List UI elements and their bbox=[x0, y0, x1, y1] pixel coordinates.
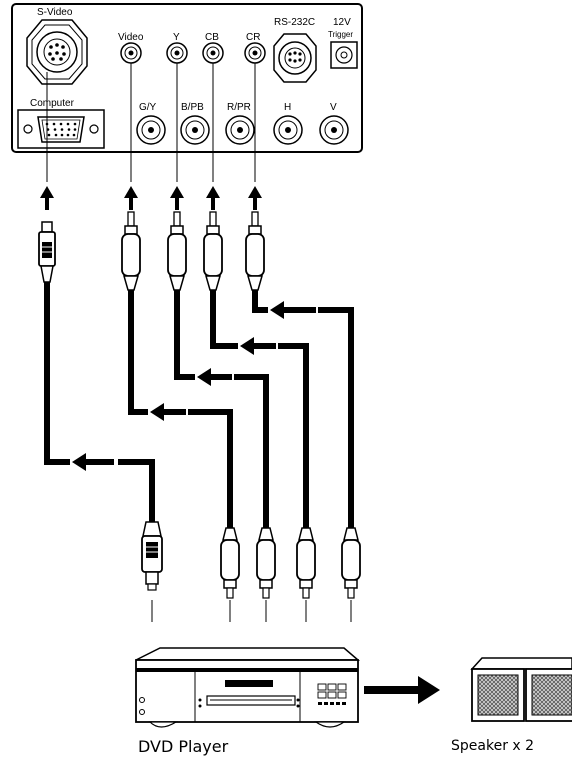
arrow-up-video bbox=[124, 186, 138, 210]
dvd-player bbox=[135, 647, 361, 728]
rca-plug-bottom-cr bbox=[341, 527, 361, 599]
rpr-label: R/PR bbox=[227, 102, 251, 113]
h-label: H bbox=[284, 102, 291, 113]
arrow-left-cr bbox=[270, 301, 316, 319]
input-arrows bbox=[40, 186, 262, 210]
rca-plug-top-y bbox=[167, 211, 187, 291]
svideo-plug-top bbox=[38, 221, 56, 283]
cr-port bbox=[244, 42, 266, 64]
cable-video bbox=[128, 290, 148, 415]
arrow-up-svideo bbox=[40, 186, 54, 210]
cb-port bbox=[202, 42, 224, 64]
direction-arrows bbox=[72, 301, 316, 471]
cr-label: CR bbox=[246, 32, 260, 43]
speaker-label: Speaker x 2 bbox=[451, 738, 534, 754]
bnc-rpr-port bbox=[225, 115, 255, 145]
cable-video-lower bbox=[188, 409, 233, 528]
dvd-player-label: DVD Player bbox=[138, 737, 229, 756]
computer-port bbox=[17, 109, 105, 149]
arrow-left-cb bbox=[240, 337, 276, 355]
speakers bbox=[470, 657, 572, 722]
video-port bbox=[120, 42, 142, 64]
arrow-up-cb bbox=[206, 186, 220, 210]
rs232c-label: RS-232C bbox=[274, 17, 315, 28]
cable-svideo-lower bbox=[118, 459, 155, 522]
y-port bbox=[166, 42, 188, 64]
rs232c-port bbox=[273, 33, 317, 83]
cable-y-lower bbox=[234, 374, 269, 528]
cable-y bbox=[174, 290, 195, 380]
audio-arrow bbox=[364, 676, 440, 704]
cable-cb-lower bbox=[278, 343, 309, 528]
rca-plug-bottom-y bbox=[256, 527, 276, 599]
trigger-label: Trigger bbox=[328, 30, 353, 39]
projector-panel: S-Video Video Y CB CR bbox=[11, 3, 363, 153]
y-label: Y bbox=[173, 32, 180, 43]
rca-plug-bottom-video bbox=[220, 527, 240, 599]
svideo-plug-bottom bbox=[141, 521, 163, 591]
rca-plug-top-cb bbox=[203, 211, 223, 291]
cables bbox=[44, 282, 354, 528]
port-leader-lines bbox=[46, 63, 256, 182]
gy-label: G/Y bbox=[139, 102, 157, 113]
cable-svideo bbox=[44, 282, 70, 465]
dvd-leader-lines bbox=[151, 600, 352, 622]
v-label: V bbox=[330, 102, 337, 113]
arrow-up-cr bbox=[248, 186, 262, 210]
trigger-port bbox=[330, 41, 358, 69]
cable-cr-lower bbox=[318, 307, 354, 528]
bnc-gy-port bbox=[136, 115, 166, 145]
computer-label: Computer bbox=[30, 98, 75, 109]
rca-plug-top-cr bbox=[245, 211, 265, 291]
bnc-v-port bbox=[319, 115, 349, 145]
arrow-left-svideo bbox=[72, 453, 114, 471]
svideo-label: S-Video bbox=[37, 7, 73, 18]
rca-plug-top-video bbox=[121, 211, 141, 291]
arrow-left-y bbox=[197, 368, 232, 386]
bnc-bpb-port bbox=[180, 115, 210, 145]
bnc-h-port bbox=[273, 115, 303, 145]
cable-cb bbox=[210, 290, 238, 349]
arrow-left-video bbox=[150, 403, 186, 421]
svideo-port bbox=[26, 19, 88, 85]
video-label: Video bbox=[118, 32, 144, 43]
cable-cr bbox=[252, 290, 268, 313]
cb-label: CB bbox=[205, 32, 219, 43]
arrow-right-icon bbox=[418, 676, 440, 704]
bpb-label: B/PB bbox=[181, 102, 204, 113]
arrow-up-y bbox=[170, 186, 184, 210]
v12-label: 12V bbox=[333, 17, 351, 28]
rca-plug-bottom-cb bbox=[296, 527, 316, 599]
